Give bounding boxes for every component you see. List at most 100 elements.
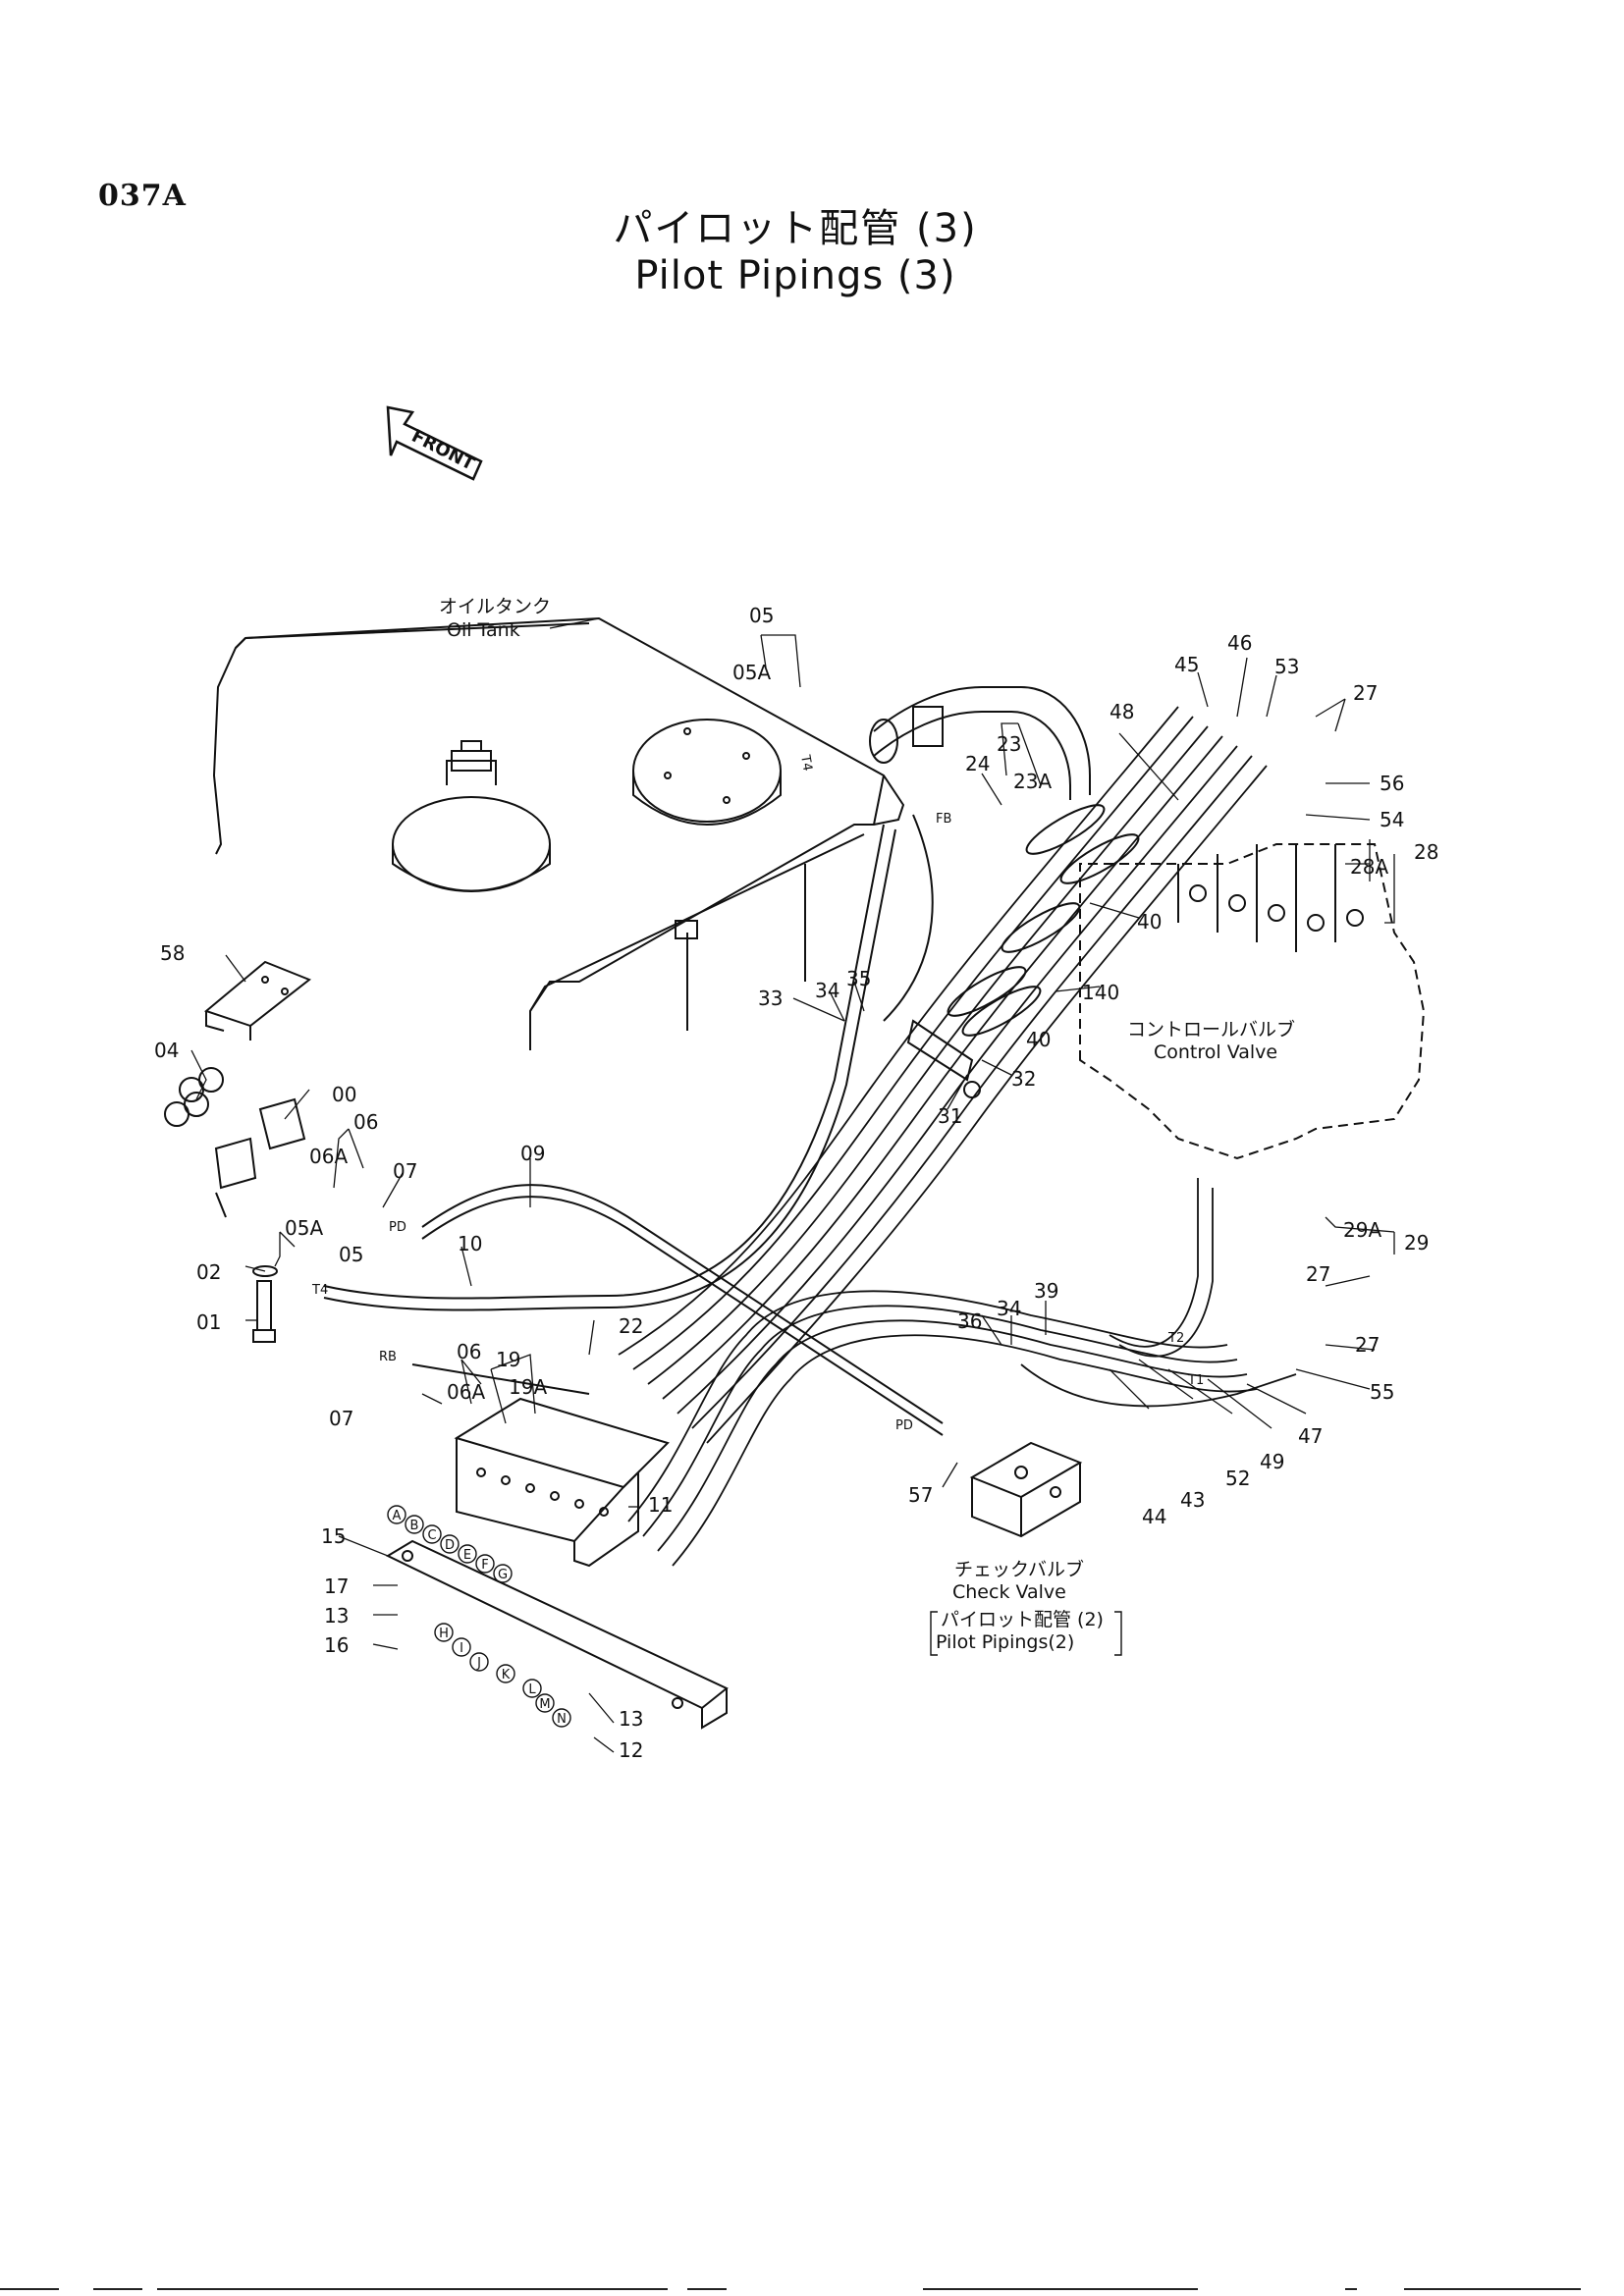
part-label-11: 11	[648, 1493, 673, 1517]
hose-tag-fb: FB	[936, 812, 951, 827]
port-letter-labels: A B C D E F G H I J K L M N	[393, 1509, 567, 1727]
reference-caption-jp: パイロット配管 (2)	[941, 1609, 1104, 1630]
part-label-32: 32	[1011, 1067, 1036, 1091]
check-valve-caption-jp: チェックバルブ	[954, 1558, 1084, 1580]
part-label-54: 54	[1380, 808, 1404, 831]
part-label-47: 47	[1298, 1424, 1323, 1448]
part-label-07: 07	[329, 1407, 353, 1430]
part-label-28a: 28A	[1350, 855, 1388, 879]
part-label-58: 58	[160, 941, 185, 965]
part-label-00: 00	[332, 1083, 356, 1106]
port-letter: M	[539, 1697, 550, 1712]
part-label-23: 23	[997, 732, 1021, 756]
clamp-31-32	[906, 1019, 981, 1098]
hose-tag-rb: RB	[379, 1350, 397, 1364]
port-letter-markers	[387, 1505, 571, 1728]
part-labels: 00 01 02 04 05 05A 05 05A 06 06A 06 06A …	[154, 604, 1438, 1762]
part-label-05a: 05A	[732, 661, 771, 684]
mounting-bracket-58	[203, 960, 311, 1041]
footer-rule	[1345, 2288, 1357, 2290]
hose-10	[323, 824, 896, 1311]
pilot-hose-bundle	[618, 706, 1297, 1567]
footer-rule	[923, 2288, 1198, 2290]
part-label-27: 27	[1353, 681, 1378, 705]
control-valve-caption-jp: コントロールバルブ	[1127, 1018, 1295, 1041]
check-valve-caption-en: Check Valve	[952, 1581, 1066, 1603]
hose-22	[411, 814, 934, 1395]
part-label-06a: 06A	[447, 1380, 485, 1404]
part-label-28: 28	[1414, 840, 1438, 864]
part-label-19a: 19A	[509, 1375, 547, 1399]
part-label-55: 55	[1370, 1380, 1394, 1404]
part-label-06: 06	[353, 1110, 378, 1134]
hose-tags: T4 T4 PD PD RB FB T2 T1	[311, 753, 1204, 1433]
port-letter: C	[427, 1528, 436, 1543]
part-label-02: 02	[196, 1260, 221, 1284]
bracket-plate-15	[385, 1539, 729, 1730]
part-label-36: 36	[957, 1309, 982, 1333]
port-letter: D	[445, 1538, 455, 1553]
part-label-43: 43	[1180, 1488, 1205, 1512]
part-label-40: 40	[1026, 1028, 1051, 1051]
part-label-56: 56	[1380, 772, 1404, 795]
hose-tag-t4: T4	[797, 753, 815, 773]
part-label-33: 33	[758, 987, 783, 1010]
part-label-06a: 06A	[309, 1145, 348, 1168]
part-label-57: 57	[908, 1483, 933, 1507]
part-label-13: 13	[619, 1707, 643, 1731]
part-label-39: 39	[1034, 1279, 1058, 1303]
port-letter: F	[481, 1558, 488, 1573]
page-code: 037A	[98, 179, 187, 213]
front-label: FRONT	[408, 426, 478, 475]
part-label-23a: 23A	[1013, 770, 1052, 793]
oil-tank-caption-jp: オイルタンク	[439, 596, 551, 617]
part-label-01: 01	[196, 1310, 221, 1334]
footer-rule	[0, 2288, 59, 2290]
part-label-29: 29	[1404, 1231, 1429, 1255]
port-letter: N	[557, 1712, 567, 1727]
part-label-05: 05	[339, 1243, 363, 1266]
port-letter: E	[463, 1548, 471, 1563]
port-letter: J	[476, 1656, 481, 1671]
hose-tag-t1: T1	[1187, 1373, 1204, 1388]
oil-tank-caption-en: Oil Tank	[447, 619, 520, 641]
part-label-49: 49	[1260, 1450, 1284, 1473]
port-letter: B	[410, 1519, 419, 1533]
part-label-22: 22	[619, 1314, 643, 1338]
reference-caption-en: Pilot Pipings(2)	[936, 1631, 1074, 1653]
part-label-13: 13	[324, 1604, 349, 1628]
part-label-15: 15	[321, 1524, 346, 1548]
part-label-31: 31	[938, 1104, 962, 1128]
control-valve-caption-en: Control Valve	[1154, 1041, 1277, 1063]
port-letter: L	[528, 1682, 536, 1697]
part-label-07: 07	[393, 1159, 417, 1183]
part-label-27: 27	[1355, 1333, 1380, 1357]
part-label-09: 09	[520, 1142, 545, 1165]
part-label-44: 44	[1142, 1505, 1166, 1528]
part-label-05a: 05A	[285, 1216, 323, 1240]
check-valve	[969, 1441, 1083, 1538]
bolt-01	[252, 1265, 278, 1343]
port-letter: I	[460, 1641, 463, 1656]
port-letter: A	[393, 1509, 402, 1523]
part-label-04: 04	[154, 1039, 179, 1062]
part-label-140: 140	[1082, 981, 1119, 1004]
part-label-53: 53	[1274, 655, 1299, 678]
part-label-48: 48	[1110, 700, 1134, 723]
oil-tank	[212, 616, 905, 1050]
part-label-34: 34	[997, 1297, 1021, 1320]
hose-tag-t4: T4	[311, 1283, 328, 1298]
part-label-45: 45	[1174, 653, 1199, 676]
captions: オイルタンク Oil Tank コントロールバルブ Control Valve …	[439, 596, 1295, 1653]
port-letter: G	[498, 1568, 508, 1582]
part-label-16: 16	[324, 1633, 349, 1657]
footer-rule	[687, 2288, 727, 2290]
clamp-40	[947, 804, 1140, 1037]
part-label-17: 17	[324, 1575, 349, 1598]
footer-rule	[1404, 2288, 1581, 2290]
part-label-27: 27	[1306, 1262, 1330, 1286]
solenoid-valve-00	[164, 1067, 306, 1218]
hose-09	[421, 1184, 944, 1436]
part-label-52: 52	[1225, 1467, 1250, 1490]
part-label-12: 12	[619, 1738, 643, 1762]
